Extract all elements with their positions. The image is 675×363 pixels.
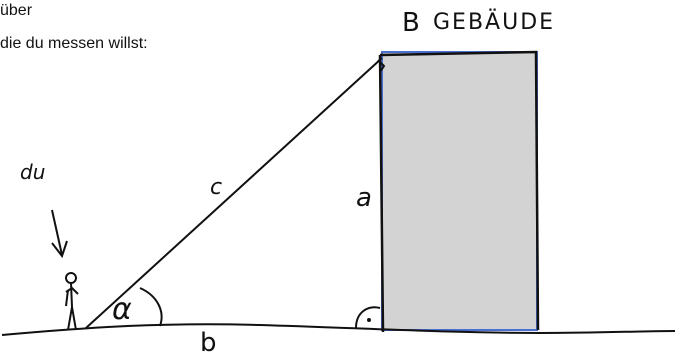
angle-alpha-arc (139, 287, 163, 327)
point-b-label: B (402, 8, 420, 38)
arrow-shaft (51, 209, 63, 256)
intro-text-line-2: die du messen willst: (0, 35, 148, 52)
hypotenuse-c-line (85, 57, 383, 329)
arrow-head-icon (51, 240, 68, 259)
person-label: du (20, 160, 46, 184)
building-corner-mark (377, 59, 386, 73)
person-stick-figure (65, 272, 79, 331)
intro-text-line-1: über (0, 2, 33, 19)
side-c-label: c (210, 175, 223, 200)
right-angle-dot (367, 318, 371, 322)
building-outline-sketch (378, 50, 540, 333)
ground-line (1, 323, 675, 336)
side-a-label: a (356, 183, 372, 213)
angle-alpha-label: α (112, 292, 132, 327)
building-label: GEBÄUDE (433, 10, 556, 35)
building-rectangle (381, 51, 538, 331)
side-b-label: b (200, 328, 217, 358)
right-angle-mark (355, 306, 381, 329)
